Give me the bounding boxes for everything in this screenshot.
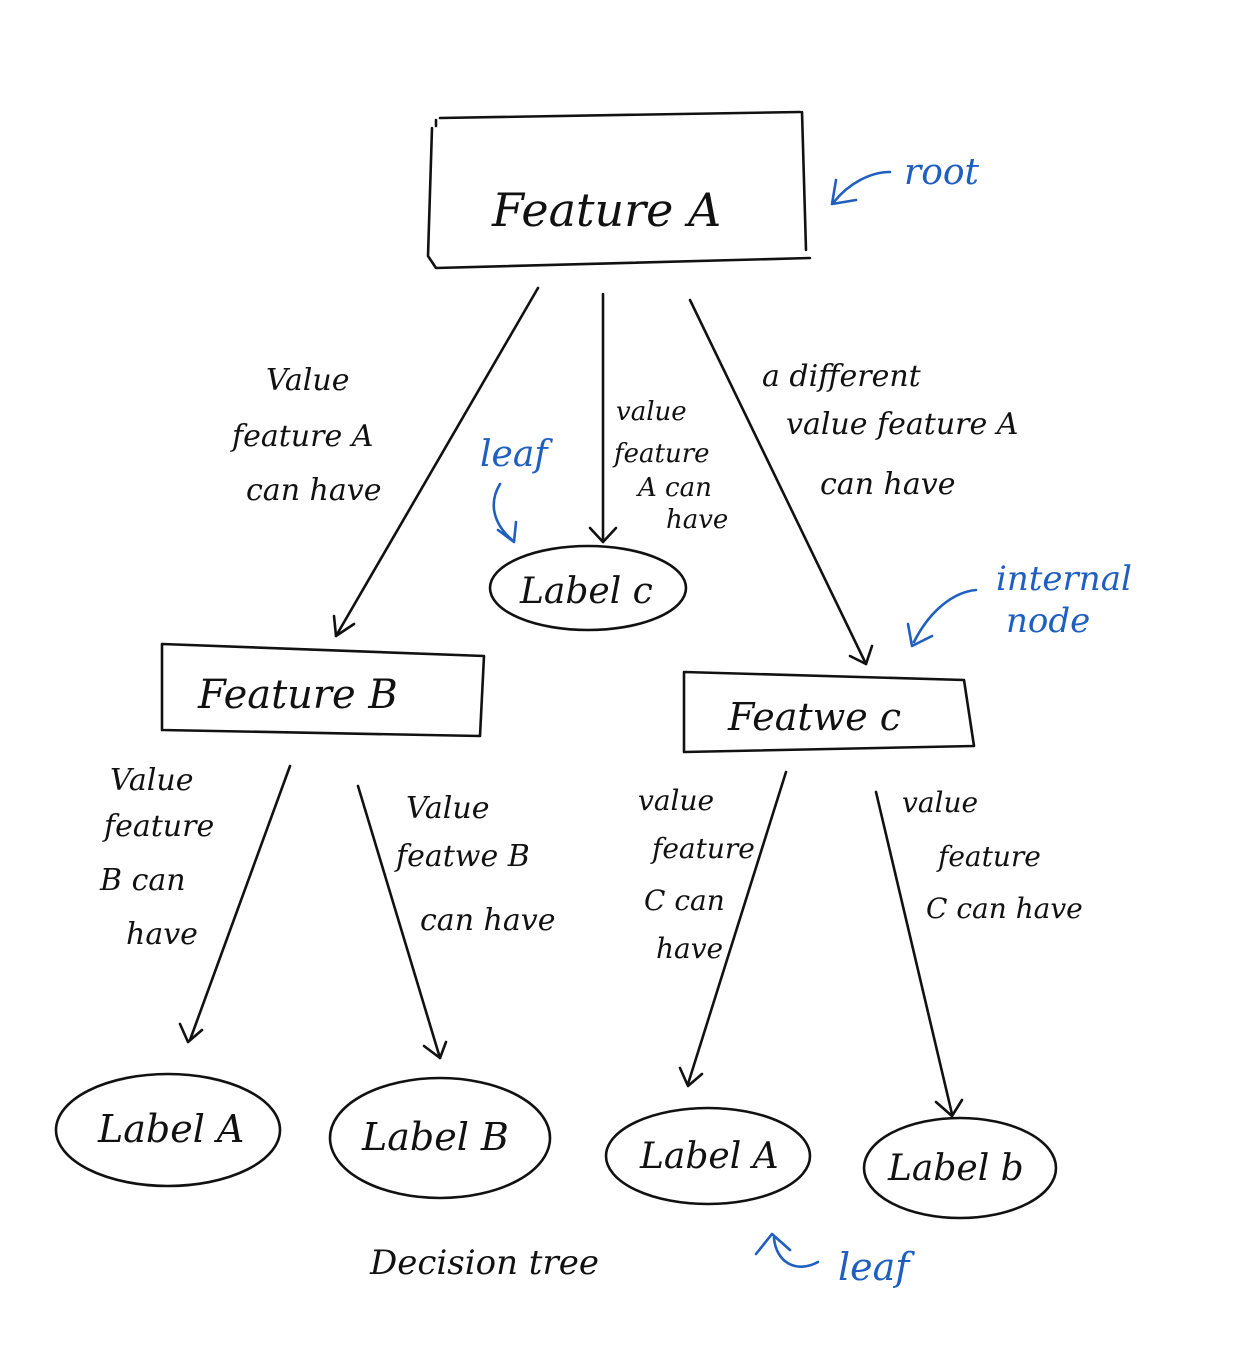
edge-b-to-label-b bbox=[356, 784, 448, 1060]
arrowhead bbox=[588, 526, 618, 544]
edge-c-to-label-b bbox=[874, 790, 964, 1118]
arrowhead bbox=[934, 1098, 964, 1118]
leaf-label-b: Label B bbox=[328, 1076, 552, 1200]
leaf-label-a-right: Label A bbox=[604, 1106, 812, 1206]
leaf-label-b-right: Label b bbox=[862, 1116, 1058, 1220]
edge-a-to-label-c bbox=[588, 292, 618, 544]
leaf-label-b-right-label: Label b bbox=[887, 1148, 1024, 1189]
arrowhead bbox=[678, 1066, 704, 1088]
edge-label-c-to-label-b: value feature C can have bbox=[902, 786, 1083, 925]
edge-label-c-to-label-a: value feature C can have bbox=[638, 784, 764, 965]
annotation-arrowhead bbox=[906, 622, 934, 648]
annotation-leaf-bottom-label: leaf bbox=[838, 1245, 915, 1289]
annotation-root: root bbox=[830, 152, 980, 206]
edge-label-b-to-label-a: Value feature B can have bbox=[99, 763, 224, 952]
edge-a-to-c bbox=[688, 298, 874, 666]
annotation-internal-node: internal node bbox=[906, 559, 1143, 648]
node-feature-b-label: Feature B bbox=[197, 672, 398, 718]
annotation-root-label: root bbox=[904, 152, 980, 193]
edge-c-to-label-a bbox=[678, 770, 788, 1088]
edge-label-a-to-c: a different value feature A can have bbox=[762, 359, 1028, 502]
edge-label-a-to-label-c: value feature A can have bbox=[612, 397, 728, 535]
arrowhead bbox=[178, 1022, 204, 1044]
leaf-label-c-label: Label c bbox=[519, 571, 653, 612]
edge-a-to-b bbox=[332, 286, 540, 638]
node-feature-c: Featwe c bbox=[682, 670, 976, 754]
leaf-label-b-label: Label B bbox=[361, 1115, 509, 1159]
node-feature-b: Feature B bbox=[160, 642, 486, 738]
arrowhead bbox=[848, 644, 874, 666]
leaf-label-a-left: Label A bbox=[54, 1072, 282, 1188]
node-feature-a: Feature A bbox=[426, 110, 812, 270]
leaf-label-a-right-label: Label A bbox=[639, 1136, 779, 1177]
edge-label-b-to-label-b: Value featwe B can have bbox=[394, 791, 555, 938]
annotation-leaf-top-label: leaf bbox=[480, 434, 553, 475]
annotation-internal-node-label: internal node bbox=[996, 559, 1143, 641]
arrowhead bbox=[332, 614, 356, 638]
annotation-arrowhead bbox=[830, 178, 858, 206]
annotation-arrowhead bbox=[754, 1232, 792, 1256]
node-feature-a-label: Feature A bbox=[491, 183, 721, 237]
diagram-caption: Decision tree bbox=[369, 1243, 599, 1283]
annotation-arrowhead bbox=[496, 520, 518, 544]
annotation-leaf-bottom: leaf bbox=[754, 1232, 915, 1289]
arrowhead bbox=[422, 1040, 448, 1060]
edge-b-to-label-a bbox=[178, 764, 292, 1044]
leaf-label-c: Label c bbox=[488, 544, 688, 632]
leaf-label-a-left-label: Label A bbox=[97, 1107, 244, 1151]
edge-label-a-to-b: Value feature A can have bbox=[230, 363, 383, 508]
annotation-leaf-top: leaf bbox=[480, 434, 553, 544]
node-feature-c-label: Featwe c bbox=[727, 695, 901, 739]
